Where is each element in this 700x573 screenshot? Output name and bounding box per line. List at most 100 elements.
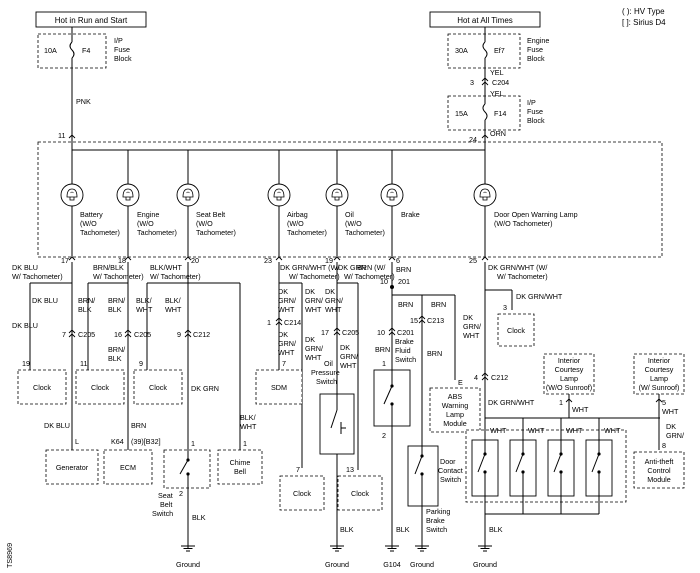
connector-c213: C213 (427, 316, 444, 325)
courtesy-sun-label-2: Courtesy (645, 365, 674, 374)
wire-dkgrnwht-airbag-1: DK GRN/WHT (W/ (280, 263, 339, 272)
wire-blkwht-l2: WHT (136, 305, 153, 314)
airbag-wire-d1: DK (305, 335, 315, 344)
pin-2-seatbelt: 2 (179, 489, 183, 498)
wire-brn-brake-5: BRN (427, 349, 442, 358)
wire-brn-brake-3: BRN (431, 300, 446, 309)
courtesy-sun-label-4: (W/ Sunroof) (639, 383, 680, 392)
fuse-f4-label-3: Block (114, 54, 132, 63)
lamp-engine-3: Tachometer) (137, 228, 177, 237)
lamp-seatbelt-1: Seat Belt (196, 210, 225, 219)
connector-c205-1: C205 (78, 330, 95, 339)
connector-c201: C201 (397, 328, 414, 337)
wire-wht-courtesy-sun: WHT (662, 407, 679, 416)
courtesy-label-3: Lamp (560, 374, 578, 383)
courtesy-sun-label-1: Interior (648, 356, 671, 365)
wire-brnblk-r4: BLK (108, 354, 122, 363)
wire-wht-courtesy: WHT (572, 405, 589, 414)
seatbelt-lamp-icon (176, 183, 200, 207)
lamp-oil-2: (W/O (345, 219, 362, 228)
wire-dkgrnwht-door-3: DK GRN/WHT (488, 398, 535, 407)
wire-blkwht-chime-1: BLK/ (240, 413, 256, 422)
chime-label-1: Chime (230, 458, 251, 467)
pin-5-courtesy-sun: 5 (662, 398, 666, 407)
door-contact-switch-2 (509, 418, 537, 497)
wire-dkgrnwht-oil-2: BRN (W/ (357, 263, 385, 272)
wire-blkwht-chime-2: WHT (240, 422, 257, 431)
lamp-oil-1: Oil (345, 210, 354, 219)
lamp-oil-3: Tachometer) (345, 228, 385, 237)
splice-201: 201 (398, 277, 410, 286)
fuse-ef7-label-2: Fuse (527, 45, 543, 54)
clock-box-2 (75, 369, 125, 405)
wire-dkgrn-seatbelt: DK GRN (191, 384, 219, 393)
brake-lamp-icon (380, 183, 404, 207)
antitheft-label-2: Control (647, 466, 671, 475)
fuse-f14-block (447, 95, 521, 131)
clock-label-1: Clock (33, 383, 51, 392)
wire-dkblu-w-tach-2: W/ Tachometer) (12, 272, 63, 281)
brake-fluid-1: Brake (395, 337, 414, 346)
fuse-ef7-amp: 30A (455, 46, 468, 55)
abs-label-3: Lamp (446, 410, 464, 419)
power-run-start-label: Hot in Run and Start (55, 16, 128, 25)
connector-c212-1: C212 (193, 330, 210, 339)
fuse-f14-name: F14 (494, 109, 506, 118)
fuse-f14-label-2: Fuse (527, 107, 543, 116)
fuse-f4-label-1: I/P (114, 36, 123, 45)
wire-brnblk-l1: BRN/ (78, 296, 95, 305)
pin-10-c201: 10 (377, 328, 385, 337)
fuse-f14-amp: 15A (455, 109, 468, 118)
wire-brnblk-w-tach-2: W/ Tachometer) (93, 272, 144, 281)
airbag-wire-c2: GRN/ (278, 339, 296, 348)
pin-15-c213: 15 (410, 316, 418, 325)
wire-brnblk-r2: BLK (108, 305, 122, 314)
door-wire-a3: WHT (463, 331, 480, 340)
wire-dkgrnwht-antitheft-1: DK (666, 422, 676, 431)
battery-lamp-icon (60, 183, 84, 207)
door-contact-label-2: Contact (438, 466, 463, 475)
wire-wht-door-1: WHT (490, 426, 507, 435)
pin-3-clock: 3 (503, 303, 507, 312)
wire-blk-door: BLK (489, 525, 503, 534)
wire-blk-seatbelt: BLK (192, 513, 206, 522)
lamp-door-1: Door Open Warning Lamp (494, 210, 578, 219)
power-always-label: Hot at All Times (457, 16, 513, 25)
wire-brn-brake-2: BRN (398, 300, 413, 309)
door-wire-a1: DK (463, 313, 473, 322)
courtesy-lamp-box (543, 353, 595, 395)
antitheft-label-1: Anti-theft (645, 457, 674, 466)
pin-10-201: 10 (380, 277, 388, 286)
oil-wire-a2: GRN/ (325, 296, 343, 305)
pin-24: 24 (469, 135, 477, 144)
wire-brn-brake-4: BRN (375, 345, 390, 354)
oil-switch-2: Pressure (311, 368, 340, 377)
sdm-label: SDM (271, 383, 287, 392)
brake-fluid-3: Switch (395, 355, 416, 364)
airbag-wire-b3: WHT (305, 305, 322, 314)
figure-id: TS8969 (5, 543, 14, 568)
oil-wire-a1: DK (325, 287, 335, 296)
fuse-f14-label-1: I/P (527, 98, 536, 107)
airbag-wire-c1: DK (278, 330, 288, 339)
pin-1-c214: 1 (267, 318, 271, 327)
door-contact-switch-3 (547, 418, 575, 497)
fuse-ef7-label-3: Block (527, 54, 545, 63)
oil-wire-b3: WHT (340, 361, 357, 370)
fuse-ef7-block (447, 33, 521, 69)
oil-wire-a3: WHT (325, 305, 342, 314)
lamp-seatbelt-2: (W/O (196, 219, 213, 228)
lamp-engine-2: (W/O (137, 219, 154, 228)
fuse-f4-name: F4 (82, 46, 90, 55)
pin-3-c204: 3 (470, 78, 474, 87)
fuse-ef7-name: Ef7 (494, 46, 505, 55)
clock-box-4 (279, 475, 325, 511)
airbag-wire-d3: WHT (305, 353, 322, 362)
wire-blkwht-r1: BLK/ (165, 296, 181, 305)
abs-label-1: ABS (448, 392, 463, 401)
pin-9-clock: 9 (139, 359, 143, 368)
wire-dkgrnwht-door-1: DK GRN/WHT (W/ (488, 263, 547, 272)
wire-blk-oil: BLK (340, 525, 354, 534)
antitheft-module-box (633, 451, 685, 489)
ecm-k64: K64 (111, 437, 124, 446)
